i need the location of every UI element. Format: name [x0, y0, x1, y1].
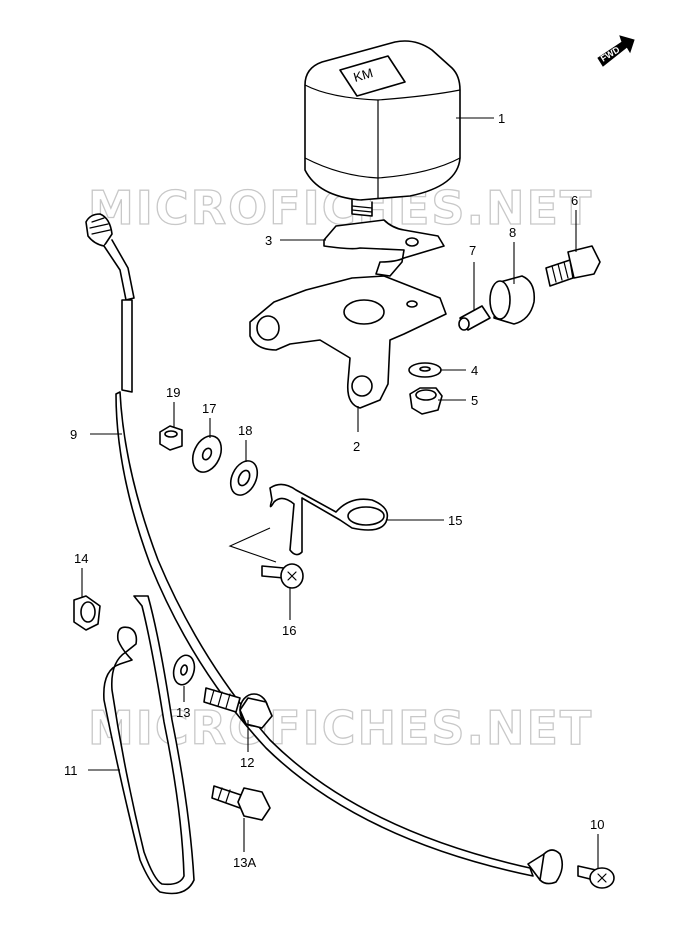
- wire-clamp-15: [269, 483, 389, 556]
- washer-4: [408, 362, 442, 378]
- callout-10: 10: [590, 817, 604, 832]
- callout-19: 19: [166, 385, 180, 400]
- callout-9: 9: [70, 427, 77, 442]
- screw-10: [577, 865, 615, 889]
- speedometer-plate: [323, 219, 445, 277]
- bolt-6: [545, 245, 601, 287]
- speedometer-unit: KM: [304, 40, 461, 217]
- callout-13a: 13A: [233, 855, 256, 870]
- leader-lines: [81, 117, 599, 868]
- grommet-8: [489, 275, 536, 325]
- callout-5: 5: [471, 393, 478, 408]
- stay-11: [103, 595, 195, 895]
- screw-16: [261, 563, 304, 589]
- callout-15: 15: [448, 513, 462, 528]
- callout-18: 18: [238, 423, 252, 438]
- callout-17: 17: [202, 401, 216, 416]
- speedometer-face-text: KM: [352, 65, 375, 85]
- nut-14: [73, 595, 101, 631]
- callout-2: 2: [353, 439, 360, 454]
- nut-19: [159, 425, 183, 451]
- collar-7: [458, 305, 491, 331]
- callout-13: 13: [176, 705, 190, 720]
- speedometer-bracket: [249, 275, 447, 409]
- callout-12: 12: [240, 755, 254, 770]
- callout-1: 1: [498, 111, 505, 126]
- callout-3: 3: [265, 233, 272, 248]
- bolt-13a: [211, 785, 271, 821]
- washer-13: [172, 654, 196, 686]
- callout-7: 7: [469, 243, 476, 258]
- callout-labels: 1 2 3 4 5 6 7 8 9 10 11 12 13 13A 14 15 …: [64, 111, 604, 870]
- callout-11: 11: [64, 763, 78, 778]
- callout-8: 8: [509, 225, 516, 240]
- fwd-arrow-icon: FWD: [597, 35, 635, 67]
- callout-6: 6: [571, 193, 578, 208]
- nut-5: [409, 387, 443, 415]
- callout-14: 14: [74, 551, 88, 566]
- callout-16: 16: [282, 623, 296, 638]
- washer-17: [191, 435, 223, 473]
- callout-4: 4: [471, 363, 478, 378]
- spring-washer-18: [229, 460, 259, 496]
- speedometer-cable: [85, 213, 564, 885]
